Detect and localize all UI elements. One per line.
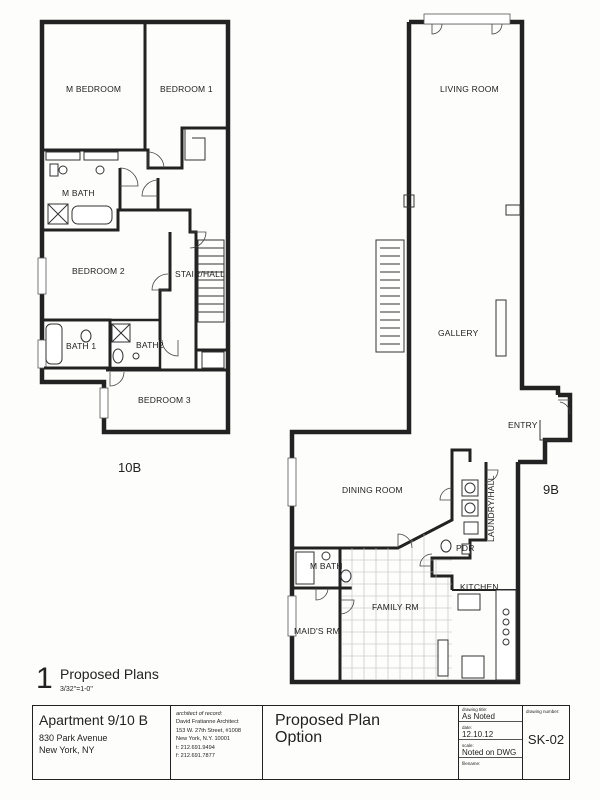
date-row: date: 12.10.12 <box>459 724 522 740</box>
title-block: Apartment 9/10 B 830 Park Avenue New Yor… <box>32 705 570 780</box>
room-label-family-rm: FAMILY RM <box>372 602 419 612</box>
drawing-number: drawing number: SK-02 <box>523 706 569 779</box>
sheet-title-line-2: Option <box>275 729 323 746</box>
drawing-title-value: As Noted <box>462 712 495 721</box>
address-line-2: New York, NY <box>39 745 95 755</box>
sheet-title: Proposed Plan Option <box>263 706 459 779</box>
date-label: date: <box>462 725 473 730</box>
project-name: Apartment 9/10 B <box>39 712 148 728</box>
architect-heading: architect of record: <box>176 711 223 717</box>
project-info: Apartment 9/10 B 830 Park Avenue New Yor… <box>33 706 171 779</box>
room-label-bedroom-2: BEDROOM 2 <box>72 266 125 276</box>
room-label-kitchen: KITCHEN <box>460 582 499 592</box>
room-label-maids-rm: MAID'S RM <box>294 626 340 636</box>
drawing-number-value: SK-02 <box>527 732 565 747</box>
drawing-number-label: drawing number: <box>526 709 560 714</box>
room-label-stair-hall: STAIR/HALL <box>175 269 225 279</box>
filename-row: filename: <box>459 760 522 776</box>
scale-value: Noted on DWG <box>462 748 517 757</box>
drawing-info: drawing title: As Noted date: 12.10.12 s… <box>459 706 523 779</box>
sheet-title-line-1: Proposed Plan <box>275 712 380 729</box>
architect-street: 153 W. 27th Street, #1008 <box>176 727 241 734</box>
scale-row: scale: Noted on DWG <box>459 742 522 758</box>
room-label-m-bath-10b: M BATH <box>62 188 95 198</box>
architect-info: architect of record: David Fratianne Arc… <box>171 706 263 779</box>
unit-label-10b: 10B <box>118 460 141 475</box>
unit-9b-plan <box>287 13 573 685</box>
scale-label: scale: <box>462 743 474 748</box>
unit-10b-plan <box>37 19 231 435</box>
room-label-m-bedroom: M BEDROOM <box>66 84 121 94</box>
room-label-bath-2: BATH2 <box>136 340 164 350</box>
architect-city: New York, N.Y. 10001 <box>176 736 231 743</box>
room-label-living-room: LIVING ROOM <box>440 84 499 94</box>
date-value: 12.10.12 <box>462 730 494 739</box>
room-label-bath-1: BATH 1 <box>66 341 96 351</box>
architect-phone: t: 212.691.9494 <box>176 744 215 751</box>
room-label-dining-room: DINING ROOM <box>342 485 403 495</box>
room-label-laundry-hall: LAUNDRY/HALL <box>486 475 496 542</box>
room-label-m-bath-9b: M BATH <box>310 561 343 571</box>
architect-name: David Fratianne Architect <box>176 719 239 726</box>
caption-number: 1 <box>36 662 53 695</box>
caption-scale: 3/32"=1-0" <box>60 686 93 693</box>
room-label-entry: ENTRY <box>508 420 538 430</box>
address-line-1: 830 Park Avenue <box>39 733 108 743</box>
caption-title: Proposed Plans <box>60 666 159 682</box>
room-label-bedroom-3: BEDROOM 3 <box>138 395 191 405</box>
room-label-bedroom-1: BEDROOM 1 <box>160 84 213 94</box>
architect-fax: f: 212.691.7877 <box>176 753 215 760</box>
drawing-title-label: drawing title: <box>462 707 488 712</box>
room-label-gallery: GALLERY <box>438 328 479 338</box>
drawing-title-row: drawing title: As Noted <box>459 706 522 722</box>
filename-label: filename: <box>462 761 481 766</box>
unit-label-9b: 9B <box>543 482 559 497</box>
room-label-pdr: PDR <box>456 543 475 553</box>
